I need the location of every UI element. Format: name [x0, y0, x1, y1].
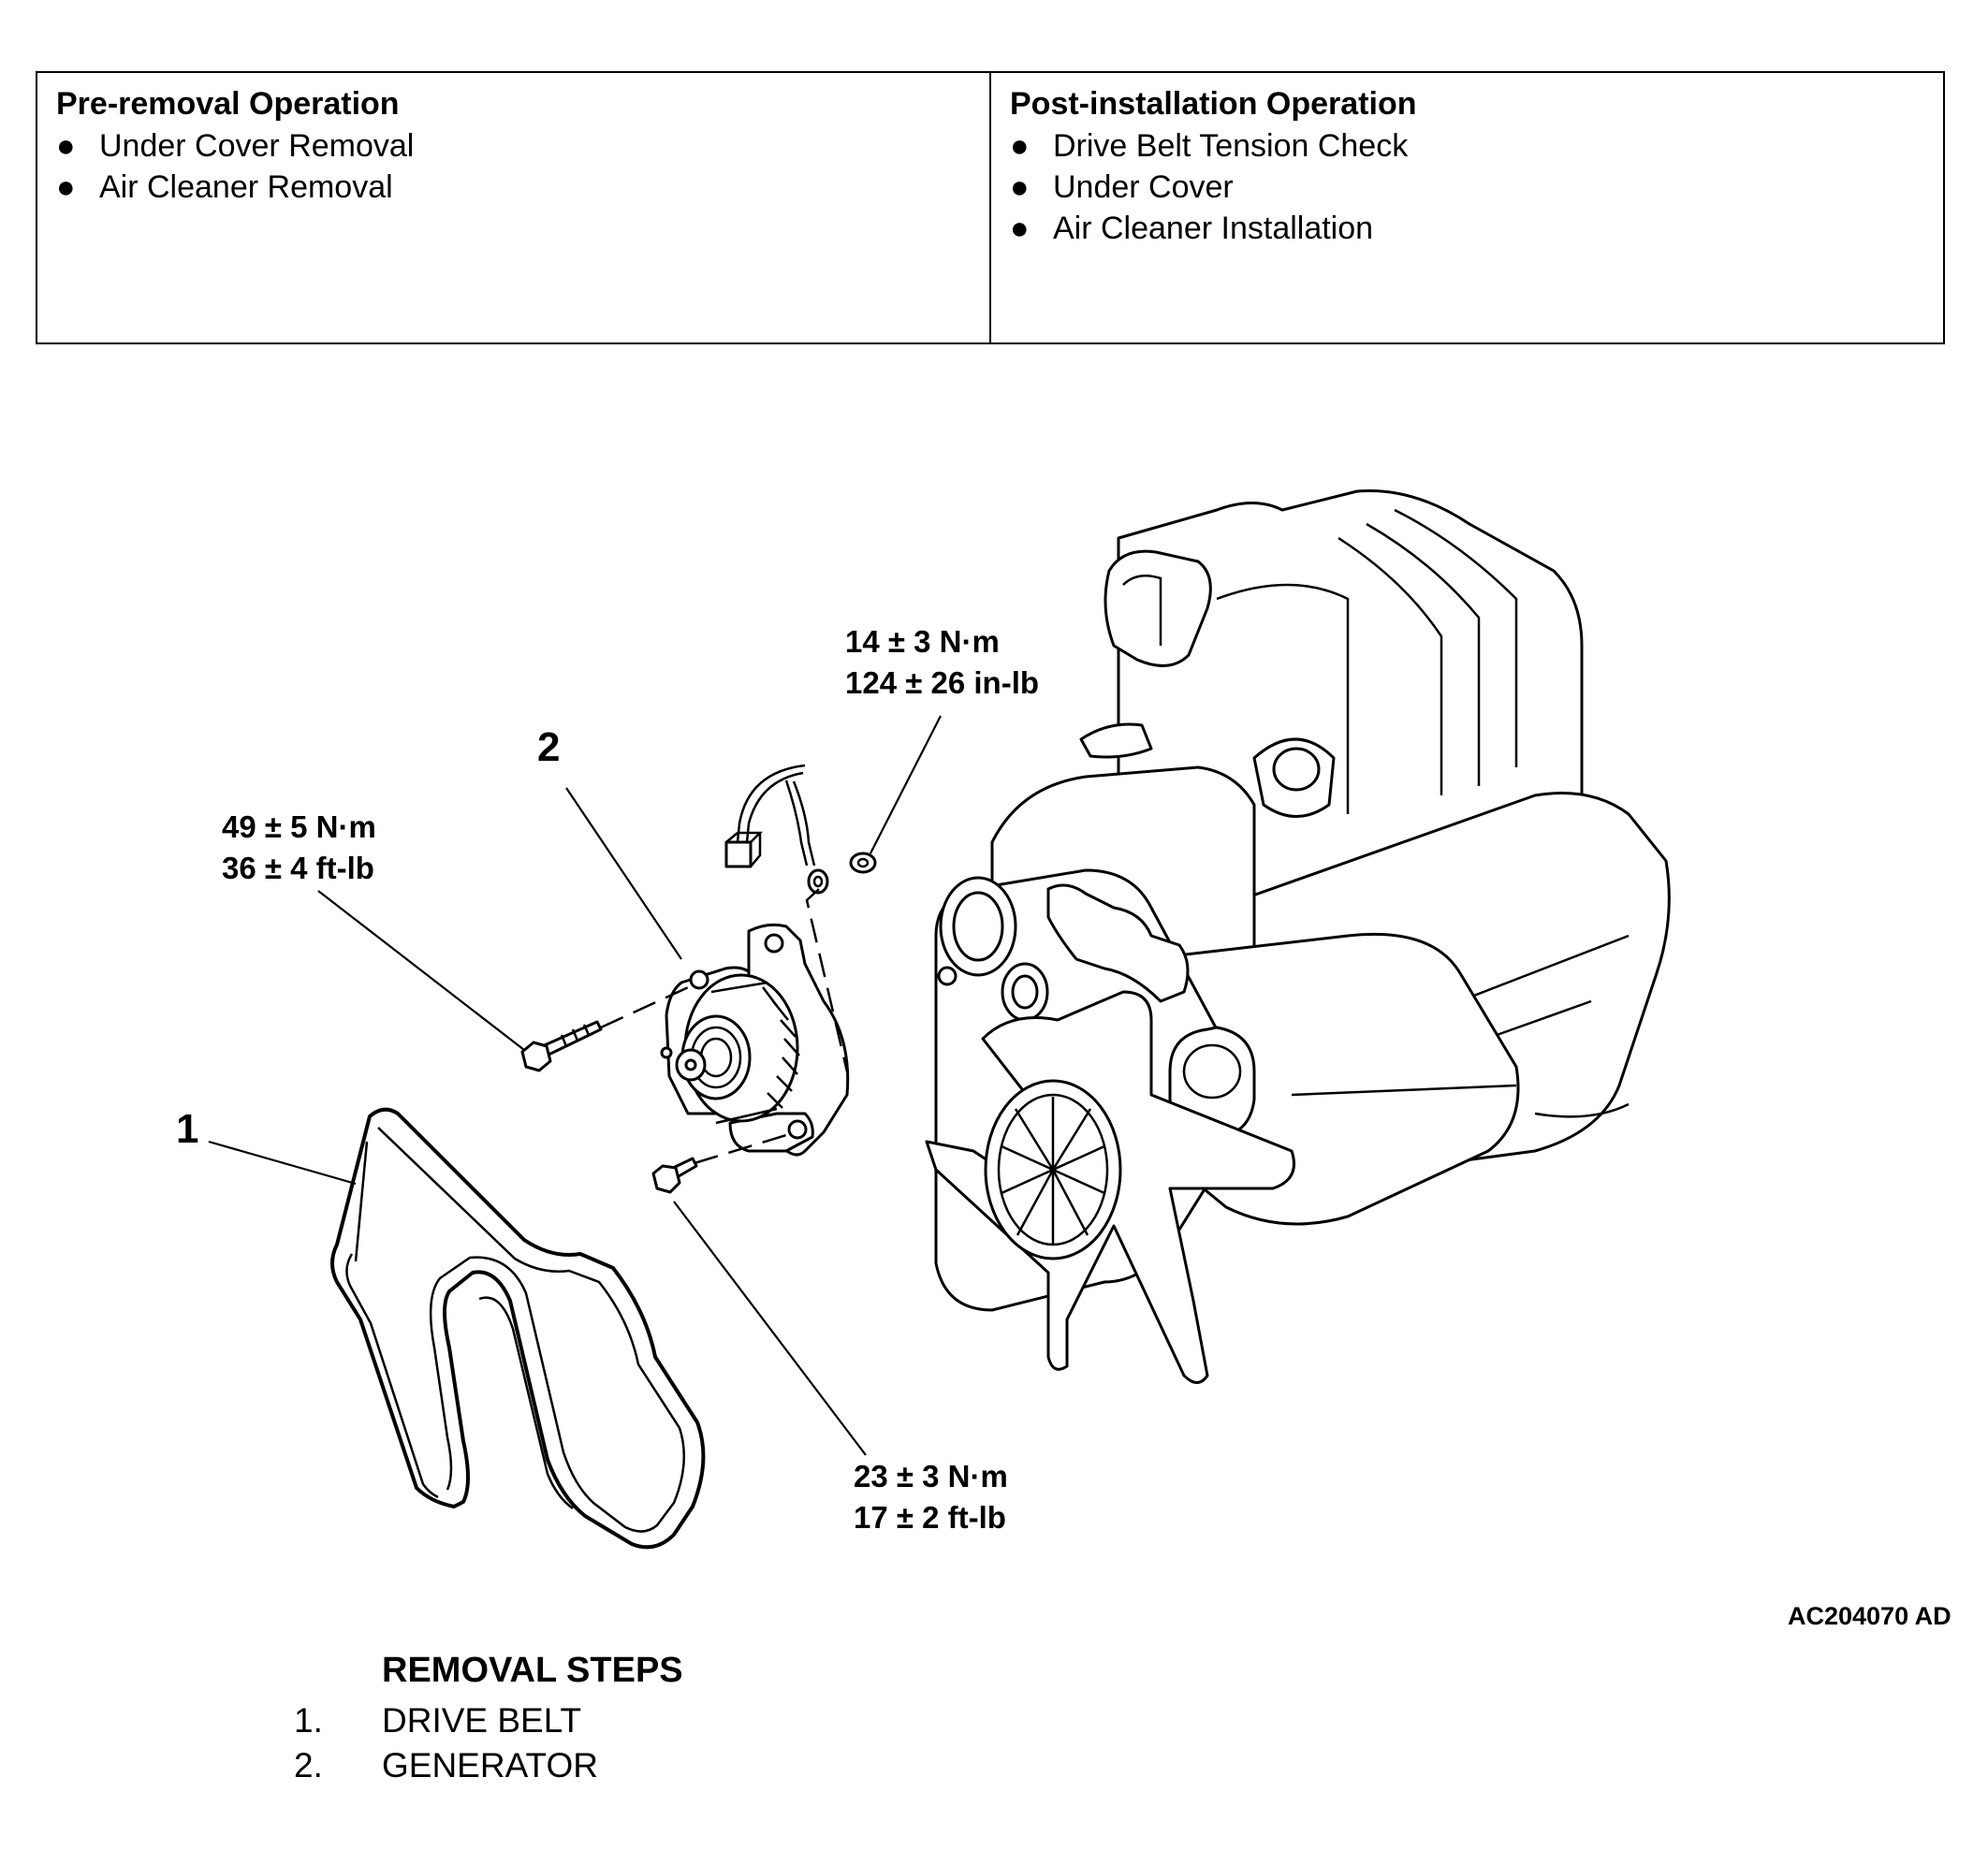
torque-imperial: 17 ± 2 ft-lb	[854, 1500, 1006, 1535]
callout-1: 1	[176, 1106, 199, 1152]
list-item: ●Drive Belt Tension Check	[1010, 125, 1924, 167]
list-item: ●Air Cleaner Installation	[1010, 208, 1924, 249]
terminal-nut-torque-leader	[870, 715, 942, 854]
step-number: 1.	[294, 1701, 323, 1740]
callout-2-leader	[565, 787, 682, 960]
torque-imperial: 124 ± 26 in-lb	[845, 665, 1040, 700]
list-item: ●Air Cleaner Removal	[56, 167, 971, 208]
upper-bolt-dashed-line	[600, 983, 695, 1029]
torque-metric: 23 ± 3 N·m	[854, 1459, 1008, 1493]
bullet-icon: ●	[1010, 211, 1030, 246]
post-installation-list: ●Drive Belt Tension Check ●Under Cover ●…	[1010, 125, 1924, 249]
lower-bolt-torque: 23 ± 3 N·m 17 ± 2 ft-lb	[854, 1456, 1008, 1538]
torque-metric: 49 ± 5 N·m	[222, 809, 376, 844]
torque-imperial: 36 ± 4 ft-lb	[222, 851, 374, 885]
callout-1-leader	[208, 1140, 357, 1186]
step-label: DRIVE BELT	[382, 1701, 582, 1740]
bullet-icon: ●	[56, 169, 76, 205]
upper-bolt-torque: 49 ± 5 N·m 36 ± 4 ft-lb	[222, 807, 376, 889]
upper-bolt-illustration	[520, 1020, 603, 1072]
list-item: ●Under Cover	[1010, 167, 1924, 208]
lower-bolt-torque-leader	[673, 1201, 867, 1456]
lower-bolt-illustration	[651, 1157, 698, 1194]
figure-id: AC204070 AD	[1788, 1602, 1951, 1630]
post-installation-title: Post-installation Operation	[1010, 86, 1417, 122]
bullet-icon: ●	[56, 128, 76, 164]
operations-table: Pre-removal Operation ●Under Cover Remov…	[36, 71, 1945, 344]
terminal-dashed-line	[805, 888, 849, 1072]
step-number: 2.	[294, 1746, 323, 1784]
post-installation-section: Post-installation Operation ●Drive Belt …	[989, 73, 1943, 342]
list-item: 2. GENERATOR	[294, 1746, 598, 1785]
engine-illustration	[925, 488, 1671, 1384]
callout-2: 2	[537, 724, 561, 770]
removal-steps-title: REMOVAL STEPS	[382, 1651, 683, 1690]
list-item: ●Under Cover Removal	[56, 125, 971, 167]
lower-bolt-dashed-line	[694, 1130, 797, 1165]
bullet-icon: ●	[1010, 169, 1030, 205]
pre-removal-list: ●Under Cover Removal ●Air Cleaner Remova…	[56, 125, 971, 208]
pre-removal-title: Pre-removal Operation	[56, 86, 400, 122]
torque-metric: 14 ± 3 N·m	[845, 624, 1000, 659]
terminal-nut-torque: 14 ± 3 N·m 124 ± 26 in-lb	[845, 621, 1039, 704]
drive-belt-illustration	[330, 1107, 706, 1550]
pre-removal-section: Pre-removal Operation ●Under Cover Remov…	[37, 73, 989, 342]
upper-bolt-torque-leader	[317, 890, 525, 1051]
bullet-icon: ●	[1010, 128, 1030, 164]
harness-connector-illustration	[724, 764, 877, 895]
generator-illustration	[660, 923, 850, 1157]
list-item: 1. DRIVE BELT	[294, 1701, 581, 1741]
step-label: GENERATOR	[382, 1746, 598, 1784]
